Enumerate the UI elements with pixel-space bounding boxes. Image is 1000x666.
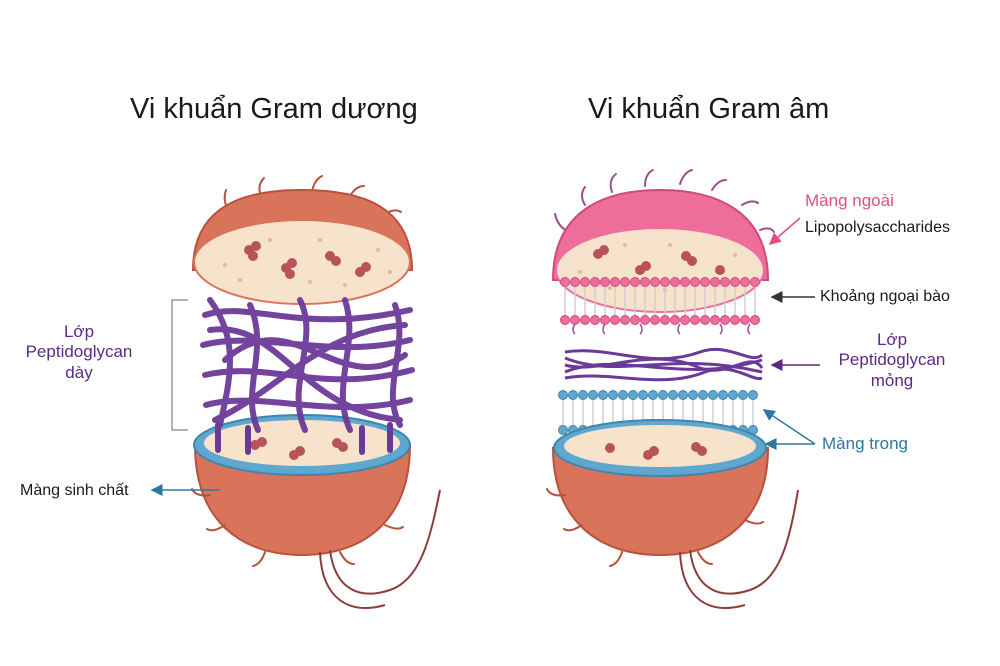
outer-membrane-cap <box>551 188 770 313</box>
peptidoglycan-bracket <box>171 299 188 431</box>
outer-membrane-arrow <box>768 217 801 245</box>
label-line-2: Peptidoglycan <box>838 350 946 370</box>
lps-chains <box>554 169 775 233</box>
thick-peptidoglycan-mesh <box>200 297 415 433</box>
lipopolysaccharides-label: Lipopolysaccharides <box>805 219 950 236</box>
thin-peptidoglycan-label: Lớp Peptidoglycan mỏng <box>822 330 962 391</box>
periplasm-label: Khoảng ngoại bào <box>820 288 950 305</box>
label-line-3: mỏng <box>870 370 914 390</box>
top-cap <box>191 188 414 305</box>
label-line-1: Lớp <box>63 322 95 341</box>
cell-membrane-label: Màng sinh chất <box>20 482 129 499</box>
inner-membrane-label: Màng trong <box>822 434 908 453</box>
inner-membrane-arrow-top <box>762 409 816 445</box>
gn-bottom-hemisphere <box>546 419 799 609</box>
gram-positive-cell <box>150 175 441 609</box>
gram-positive-title: Vi khuẩn Gram dương <box>130 93 418 125</box>
thin-peptidoglycan-layer <box>564 347 764 382</box>
cytoplasm-granules <box>244 241 371 279</box>
bottom-hemisphere <box>191 414 441 609</box>
label-line-1: Lớp <box>876 330 908 349</box>
outer-membrane-label: Màng ngoài <box>805 191 894 210</box>
gram-negative-cell <box>546 169 820 609</box>
outer-membrane-bilayer <box>560 277 760 335</box>
thick-peptidoglycan-label: Lớp Peptidoglycan dày <box>14 322 144 383</box>
label-line-2: Peptidoglycan <box>25 342 133 362</box>
label-line-3: dày <box>65 362 93 382</box>
gram-negative-title: Vi khuẩn Gram âm <box>588 93 830 125</box>
